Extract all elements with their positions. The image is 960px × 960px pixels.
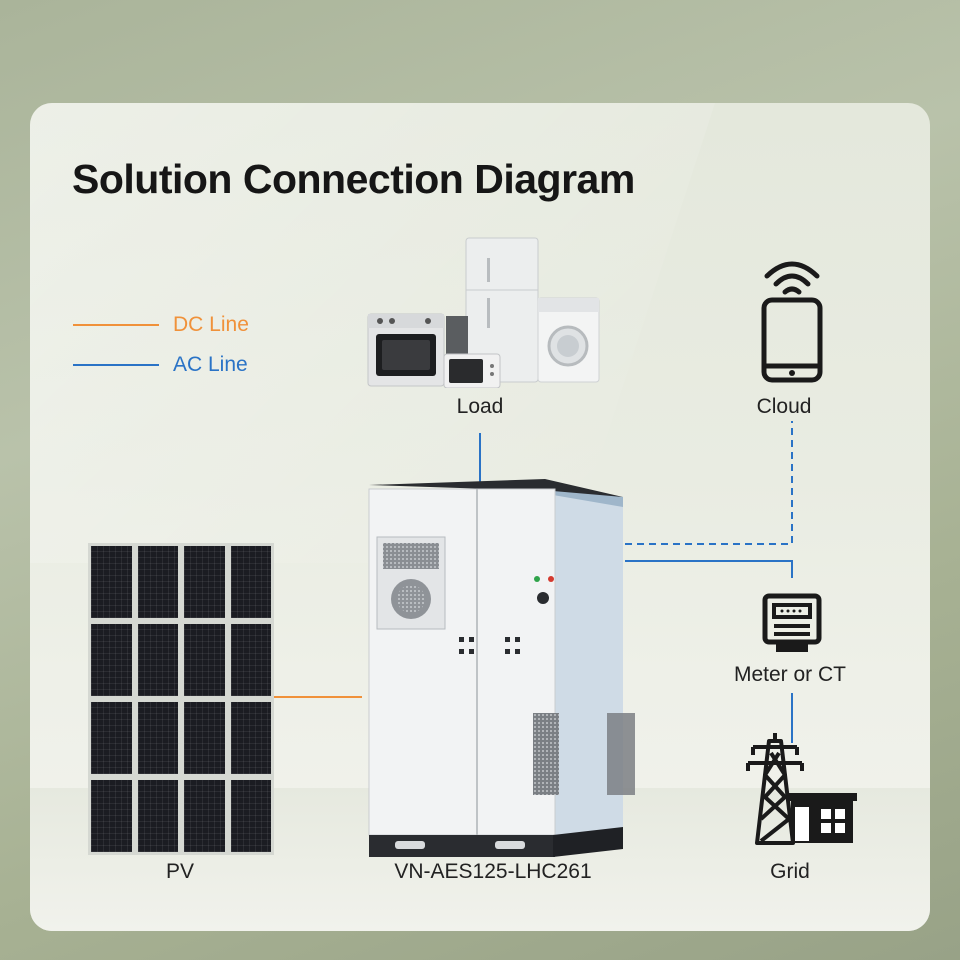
appliances-icon (367, 237, 600, 388)
solar-cell (91, 702, 132, 774)
solar-cell (230, 780, 271, 852)
power-tower-icon (746, 733, 857, 845)
solar-cell-grid (91, 546, 271, 852)
solar-cell (91, 546, 132, 618)
cabinet-model-label: VN-AES125-LHC261 (394, 860, 592, 883)
load-label: Load (456, 395, 504, 418)
title-text: Solution Connection Diagram (72, 156, 635, 202)
solar-cell (230, 546, 271, 618)
legend-ac-label: AC Line (173, 353, 248, 376)
solar-cell (230, 702, 271, 774)
solar-cell (137, 546, 178, 618)
solar-panel-icon (88, 543, 274, 855)
solar-cell (230, 624, 271, 696)
solar-cell (137, 624, 178, 696)
grid-label: Grid (770, 860, 810, 883)
solar-cell (184, 780, 225, 852)
battery-cabinet-icon (368, 479, 635, 857)
smartphone-wifi-icon (761, 261, 823, 383)
legend-ac-line (73, 364, 159, 366)
meter-label: Meter or CT (733, 663, 847, 686)
cloud-comm-line (625, 421, 793, 545)
energy-meter-icon (762, 593, 822, 652)
legend-dc-label: DC Line (173, 313, 249, 336)
diagram-card: Solution Connection Diagram DC Line AC L… (30, 103, 930, 931)
legend-ac: AC Line (73, 353, 248, 377)
legend-dc-line (73, 324, 159, 326)
solar-cell (91, 780, 132, 852)
solar-cell (184, 546, 225, 618)
pv-label: PV (165, 860, 195, 883)
solar-cell (184, 624, 225, 696)
cloud-label: Cloud (756, 395, 812, 418)
solar-cell (137, 702, 178, 774)
solar-cell (137, 780, 178, 852)
diagram-title: Solution Connection Diagram (72, 155, 635, 203)
solar-cell (184, 702, 225, 774)
solar-cell (91, 624, 132, 696)
connection-lines (274, 421, 793, 743)
meter-ac-line (625, 560, 793, 578)
legend-dc: DC Line (73, 313, 249, 337)
